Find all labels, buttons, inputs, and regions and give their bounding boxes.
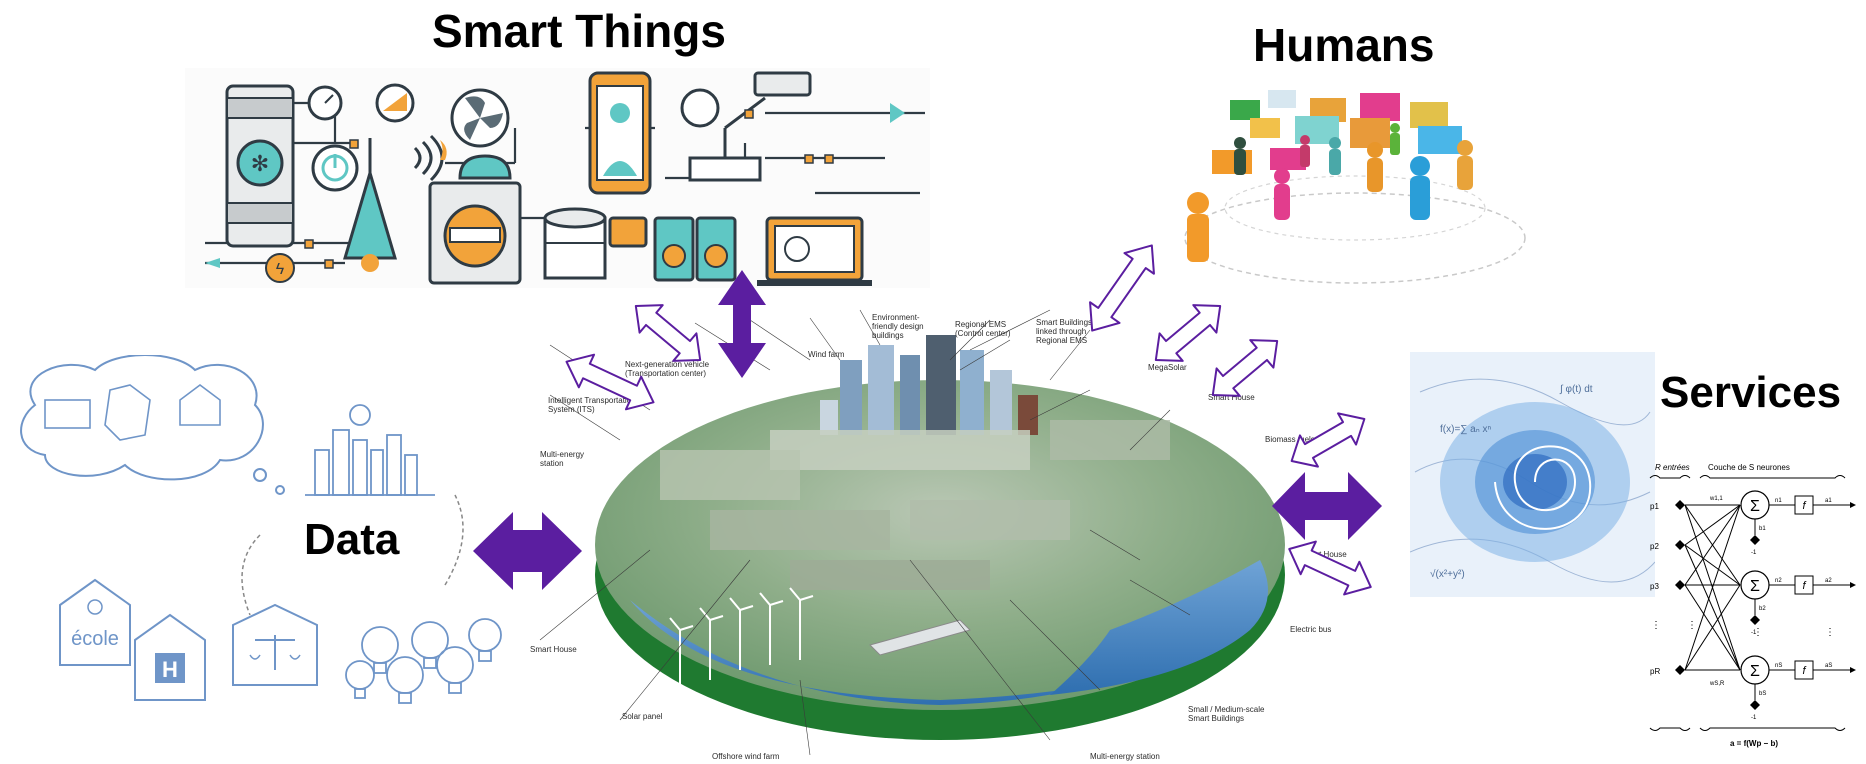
nn-neuron: Σ f b2 -1 n2 a2 — [1740, 570, 1856, 636]
svg-text:-1: -1 — [1751, 715, 1757, 721]
svg-text:b1: b1 — [1759, 526, 1766, 532]
svg-text:⋮: ⋮ — [1651, 620, 1661, 631]
svg-text:b2: b2 — [1759, 606, 1766, 612]
camera-icon — [753, 71, 812, 97]
chat-bubble-icon — [608, 216, 648, 248]
humans-heading: Humans — [1253, 19, 1435, 71]
svg-text:✻: ✻ — [251, 151, 269, 176]
house-sketch-icon — [179, 384, 221, 426]
nn-input-p1: p1 — [1650, 502, 1659, 511]
pier — [869, 619, 971, 656]
svg-text:aS: aS — [1825, 663, 1832, 669]
nn-weight-wsr: wS,R — [1709, 681, 1725, 687]
kettle-icon — [458, 154, 512, 180]
data-sketch-illustration: école H — [20, 355, 502, 704]
label-megasolar: MegaSolar — [1148, 363, 1187, 372]
lightning-icon — [265, 253, 295, 283]
svg-text:-1: -1 — [1751, 630, 1757, 636]
nn-input-pR: pR — [1650, 667, 1660, 676]
wind-turbines — [669, 587, 814, 690]
svg-text:f(x)=∑ aₙ xⁿ: f(x)=∑ aₙ xⁿ — [1440, 424, 1492, 435]
svg-text:Σ: Σ — [1750, 498, 1760, 515]
nn-inputs-label: R entrées — [1655, 463, 1690, 472]
school-icon: école — [59, 578, 131, 666]
france-map-icon — [104, 384, 151, 441]
neural-network-diagram: R entrées Couche de S neurones p1 p2 p3 … — [1649, 463, 1856, 748]
label-smart-buildings-linked: Smart Buildings linked through Regional … — [1036, 318, 1093, 345]
label-smart-house-top: Smart House — [1208, 393, 1255, 402]
nn-input-p3: p3 — [1650, 582, 1659, 591]
svg-text:∫ φ(t) dt: ∫ φ(t) dt — [1559, 384, 1593, 395]
smart-city-illustration — [539, 309, 1285, 756]
label-next-gen-vehicle: Next-generation vehicle (Transportation … — [625, 360, 710, 378]
label-offshore-wind-farm: Offshore wind farm — [712, 752, 780, 761]
label-smart-house-right: Smart House — [1300, 550, 1347, 559]
svg-text:n2: n2 — [1775, 578, 1782, 584]
svg-text:-1: -1 — [1751, 550, 1757, 556]
database-icon — [543, 207, 607, 280]
label-wind-farm: Wind farm — [808, 350, 845, 359]
nn-formula: a = f(Wp − b) — [1730, 739, 1778, 748]
nn-layer-label: Couche de S neurones — [1708, 463, 1790, 472]
nn-weight-w11: w1,1 — [1709, 496, 1723, 502]
hospital-icon: H — [134, 613, 206, 701]
svg-text:Σ: Σ — [1750, 663, 1760, 680]
label-smart-house-left: Smart House — [530, 645, 577, 654]
svg-text:n1: n1 — [1775, 498, 1782, 504]
svg-text:a2: a2 — [1825, 578, 1832, 584]
laptop-icon — [757, 216, 872, 286]
nautilus-shell-icon — [1440, 402, 1630, 562]
fridge-icon: ✻ — [225, 84, 295, 248]
washing-machine-icon — [428, 181, 522, 285]
label-regional-ems: Regional EMS (Control center) — [955, 320, 1011, 338]
svg-text:f: f — [1802, 580, 1806, 592]
lamp-icon — [342, 138, 398, 272]
svg-text:⋮: ⋮ — [1687, 620, 1697, 631]
label-small-medium-buildings: Small / Medium-scale Smart Buildings — [1188, 705, 1265, 723]
lightbulbs-icon — [345, 618, 502, 704]
smart-things-illustration: ✻ ϟ — [185, 68, 930, 288]
svg-text:ϟ: ϟ — [276, 261, 285, 278]
svg-text:⋮: ⋮ — [1825, 627, 1835, 638]
svg-text:√(x²+y²): √(x²+y²) — [1430, 568, 1465, 580]
svg-text:a1: a1 — [1825, 498, 1832, 504]
justice-scale-icon — [232, 603, 318, 686]
label-biomass-fuels: Biomass fuels — [1265, 435, 1315, 444]
label-multi-energy-station: Multi-energy station — [1090, 752, 1160, 761]
svg-text:école: école — [71, 628, 119, 650]
svg-text:nS: nS — [1775, 663, 1782, 669]
smart-things-heading: Smart Things — [432, 5, 726, 57]
svg-text:H: H — [162, 657, 178, 682]
thought-cloud-icon — [20, 355, 264, 481]
svg-text:f: f — [1802, 500, 1806, 512]
humans-network-illustration — [1184, 90, 1526, 284]
services-heading: Services — [1660, 368, 1842, 417]
nn-input-p2: p2 — [1650, 542, 1659, 551]
label-its: Intelligent Transportation System (ITS) — [548, 396, 636, 414]
router-icon — [680, 88, 766, 182]
speakers-icon — [653, 216, 737, 282]
person-figures — [1187, 123, 1473, 262]
label-solar-panel: Solar panel — [622, 712, 663, 721]
city-sketch-icon — [305, 404, 435, 496]
nautilus-math-illustration: f(x)=∑ aₙ xⁿ ∫ φ(t) dt √(x²+y²) — [1410, 352, 1655, 597]
id-card-icon — [44, 399, 91, 429]
fan-icon — [450, 88, 510, 148]
data-heading: Data — [304, 515, 400, 564]
svg-text:bS: bS — [1759, 691, 1766, 697]
label-multi-energy: Multi-energy station — [540, 450, 585, 468]
smartphone-icon — [588, 71, 652, 195]
nn-neuron: Σ f b1 -1 n1 a1 — [1740, 490, 1856, 556]
svg-text:⋮: ⋮ — [1753, 627, 1763, 638]
label-env-friendly-buildings: Environment- friendly design buildings — [872, 313, 924, 340]
nn-neuron: Σ f bS -1 nS aS — [1740, 655, 1856, 721]
city-buildings — [660, 335, 1170, 590]
label-electric-bus: Electric bus — [1290, 625, 1332, 634]
svg-text:Σ: Σ — [1750, 578, 1760, 595]
svg-text:f: f — [1802, 665, 1806, 677]
